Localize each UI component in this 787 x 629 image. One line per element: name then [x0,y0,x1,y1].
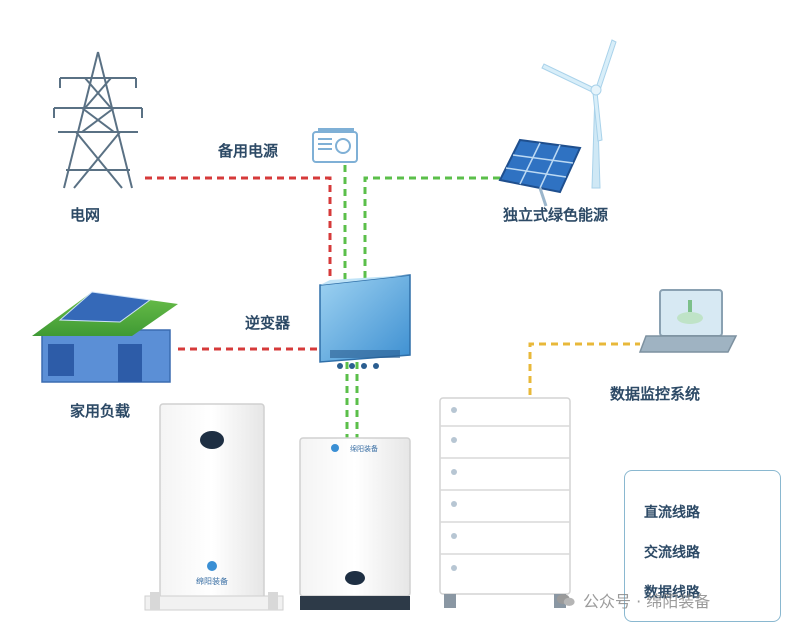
legend-data-label: 数据线路 [644,585,700,601]
label-green-energy: 独立式绿色能源 [503,206,609,224]
battery-cabinet-medium: 绵阳装备 [299,437,411,610]
dc-line-green [363,176,500,285]
battery-brand-medium: 绵阳装备 [350,444,378,453]
data-line-monitor [528,342,640,395]
power-tower-icon [53,51,143,189]
legend-ac-label: 交流线路 [644,545,700,561]
legend [624,470,781,622]
dc-line-battery [345,362,359,440]
label-monitoring: 数据监控系统 [610,385,701,403]
laptop-icon [638,289,738,353]
label-home-load: 家用负载 [70,402,131,420]
label-backup-power: 备用电源 [218,142,279,160]
battery-brand-large: 绵阳装备 [196,576,228,586]
house-icon [32,291,178,383]
generator-icon [312,128,358,163]
wind-turbine-icon [541,39,617,189]
legend-dc-label: 直流线路 [644,505,700,521]
battery-cabinet-large: 绵阳装备 [144,403,284,611]
label-grid: 电网 [70,206,101,224]
battery-stack [439,397,571,608]
ac-line-grid [145,176,332,285]
solar-panel-icon [498,138,582,207]
label-inverter: 逆变器 [245,314,291,332]
watermark: 公众号 · 绵阳装备 [583,592,711,611]
wechat-icon [556,594,575,606]
inverter-icon [319,274,411,369]
